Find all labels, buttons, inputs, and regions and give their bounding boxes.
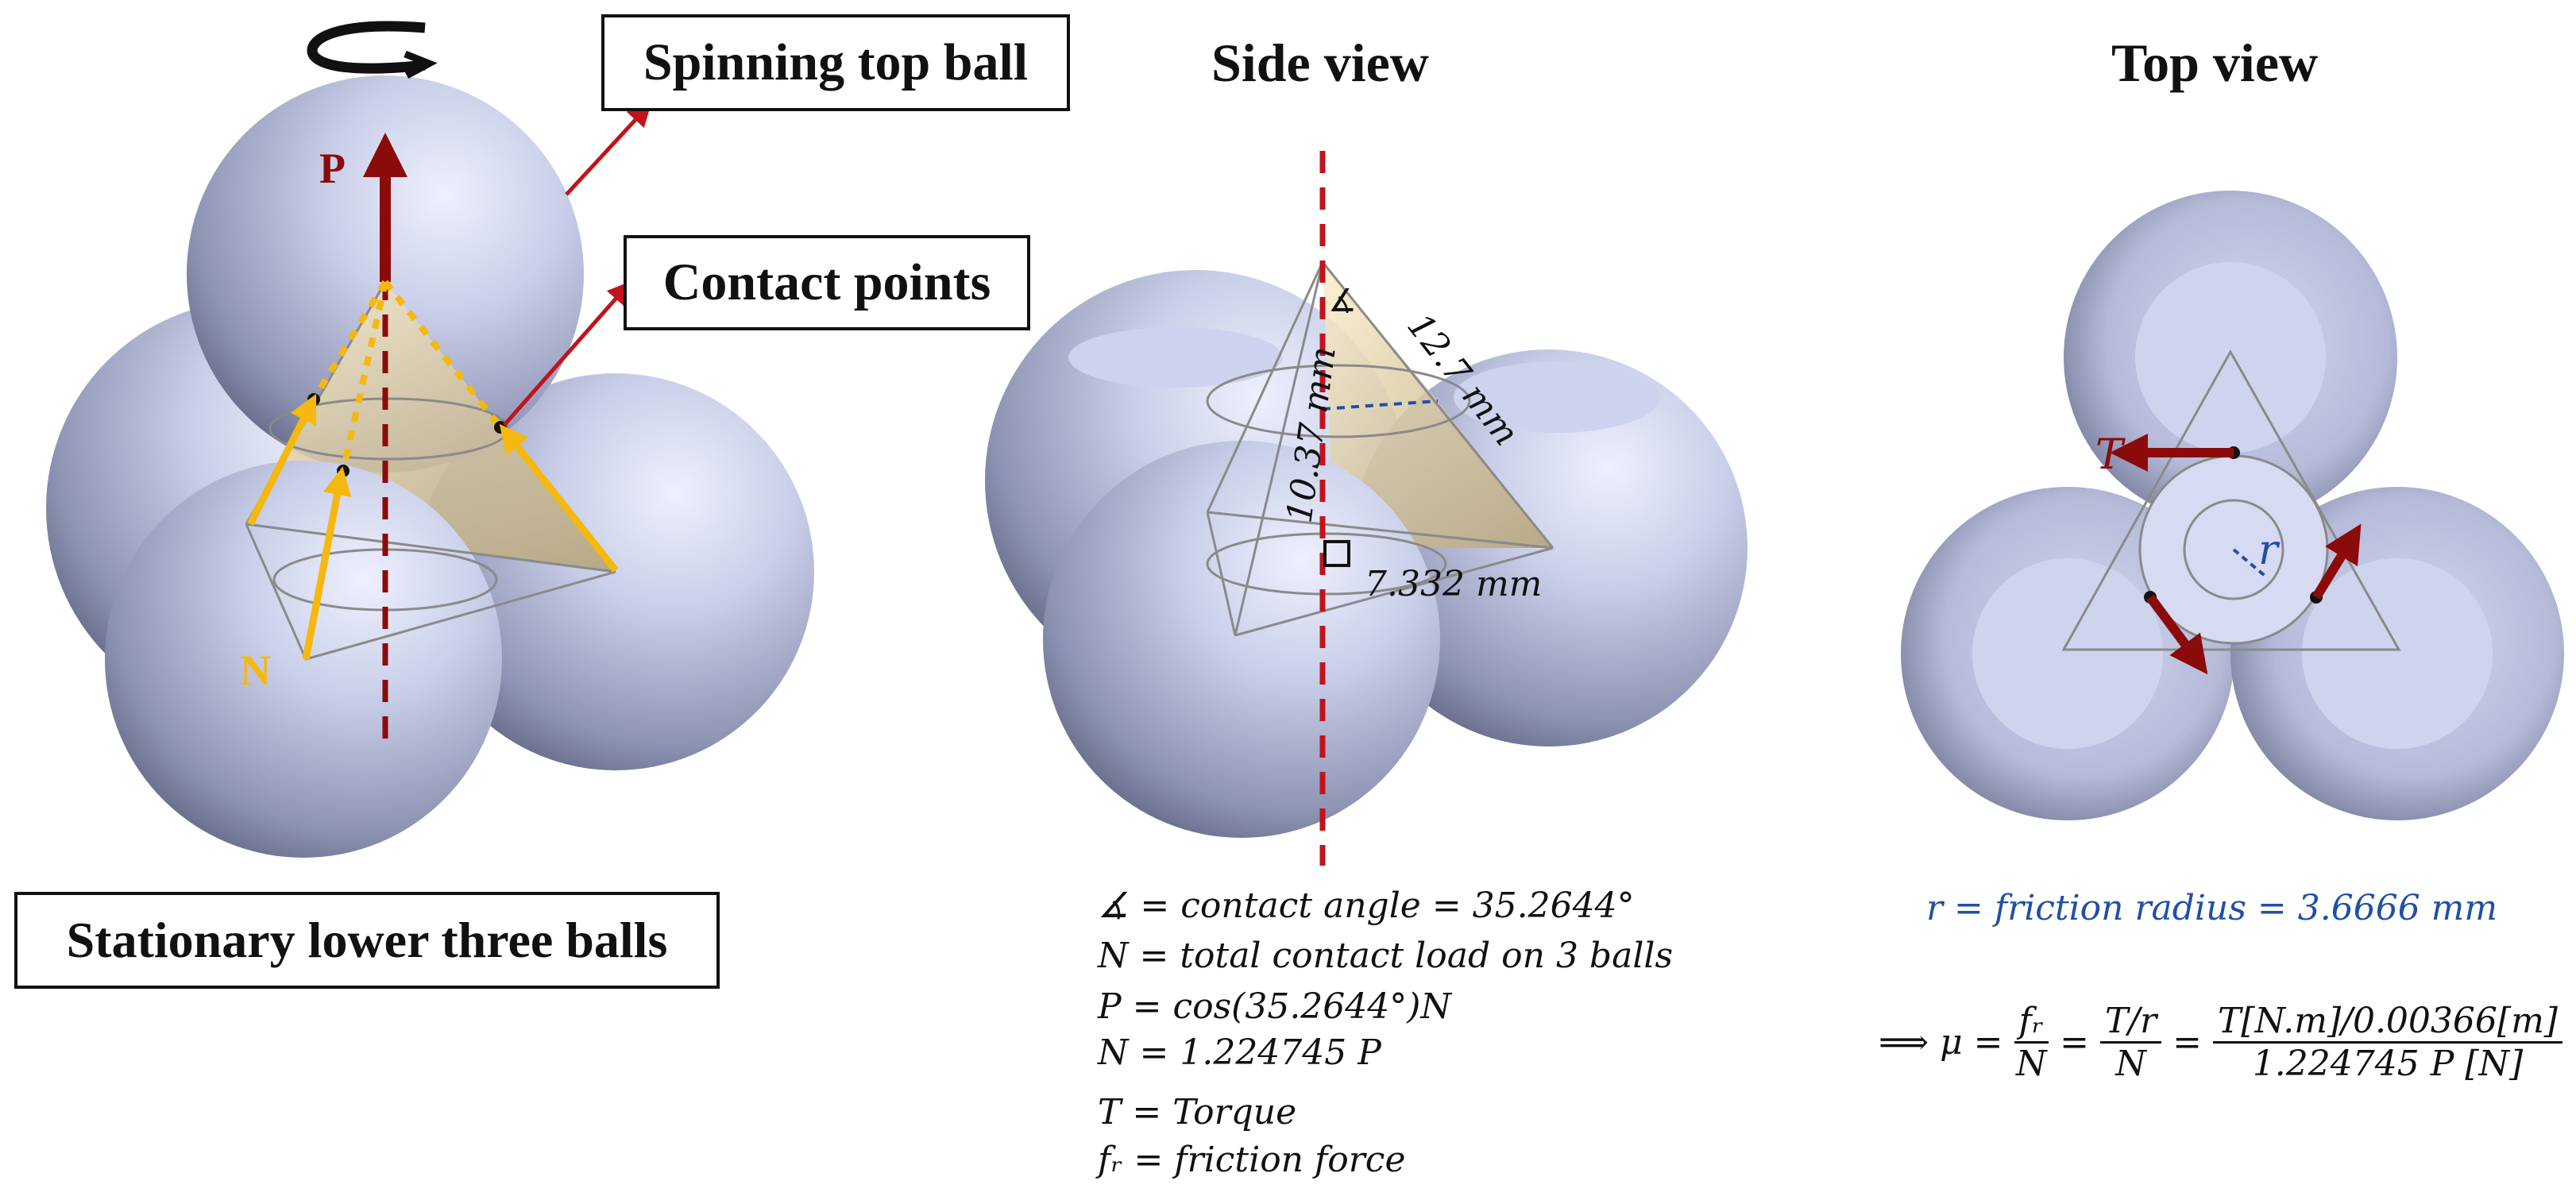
spin-arrow-icon: [307, 21, 438, 79]
friction-circle: [2183, 499, 2284, 600]
pointer-top-ball: [565, 102, 652, 196]
normal-force-arrows: [246, 393, 619, 660]
eq-friction-radius: r = friction radius = 3.6666 mm: [1926, 888, 2498, 928]
pointer-contact: [503, 280, 631, 426]
torque-label-t: T: [2095, 431, 2126, 479]
friction-radius-dash: [2232, 548, 2269, 580]
fraction-2-den: N: [2115, 1043, 2146, 1084]
angle-symbol: ∡: [1328, 283, 1357, 319]
fraction-1-den: N: [2016, 1043, 2047, 1084]
torque-arrows: [2110, 434, 2362, 675]
side-construction-lines: [1206, 261, 1554, 637]
label-stationary-balls: Stationary lower three balls: [14, 892, 720, 989]
top-view: T r: [1901, 191, 2564, 820]
isometric-view: P N: [46, 21, 814, 858]
contact-point-2: [337, 465, 350, 477]
eq-torque: T = Torque: [1098, 1092, 1297, 1132]
fraction-3-den: 1.224745 P [N]: [2252, 1043, 2524, 1084]
side-highlight-right: [1454, 361, 1660, 433]
mu-prefix: ⟹ μ =: [1879, 1021, 2003, 1063]
label-spinning-top-ball: Spinning top ball: [601, 14, 1070, 111]
eq-sign-2: =: [2172, 1021, 2203, 1063]
contact-point-1: [307, 393, 320, 406]
heading-side-view: Side view: [1211, 33, 1429, 93]
contact-lines: [311, 280, 504, 472]
side-ball-front: [1043, 441, 1440, 838]
side-radius-dash: [1322, 399, 1439, 411]
top-view-ball-lower-left-face: [1972, 558, 2163, 749]
top-view-triangle: [2061, 349, 2401, 651]
eq-contact-angle: ∡ = contact angle = 35.2644°: [1098, 886, 1635, 926]
side-view: ∡ 10.37 mm 12.7 mm 7.332 mm: [985, 151, 1748, 866]
fraction-3-num: T[N.m]/0.00366[m]: [2213, 1001, 2562, 1044]
right-angle-marker: [1323, 540, 1350, 567]
fraction-1-num: fᵣ: [2014, 1001, 2049, 1044]
eq-total-load: N = total contact load on 3 balls: [1098, 936, 1674, 976]
fraction-2-num: T/r: [2099, 1001, 2162, 1044]
heading-top-view: Top view: [2111, 33, 2319, 93]
force-label-n: N: [240, 646, 271, 694]
eq-p-def: P = cos(35.2644°)N: [1098, 986, 1451, 1027]
side-highlight-left: [1068, 327, 1283, 388]
dim-base: 7.332 mm: [1365, 564, 1542, 604]
fraction-3: T[N.m]/0.00366[m] 1.224745 P [N]: [2213, 1001, 2562, 1084]
eq-friction-force: fᵣ = friction force: [1098, 1140, 1406, 1180]
top-view-ball-lower-right-face: [2302, 558, 2493, 749]
eq-n-def: N = 1.224745 P: [1098, 1032, 1381, 1073]
force-label-p: P: [319, 145, 346, 192]
fraction-1: fᵣ N: [2014, 1001, 2049, 1084]
eq-sign-1: =: [2060, 1021, 2089, 1063]
fraction-2: T/r N: [2099, 1001, 2162, 1084]
label-contact-points: Contact points: [624, 235, 1030, 330]
lower-ball-front: [105, 461, 502, 858]
radius-label-r: r: [2258, 527, 2281, 574]
top-view-ball-upper-face: [2135, 262, 2326, 453]
eq-mu-formula: ⟹ μ = fᵣ N = T/r N = T[N.m]/0.00366[m] 1…: [1879, 994, 2562, 1090]
